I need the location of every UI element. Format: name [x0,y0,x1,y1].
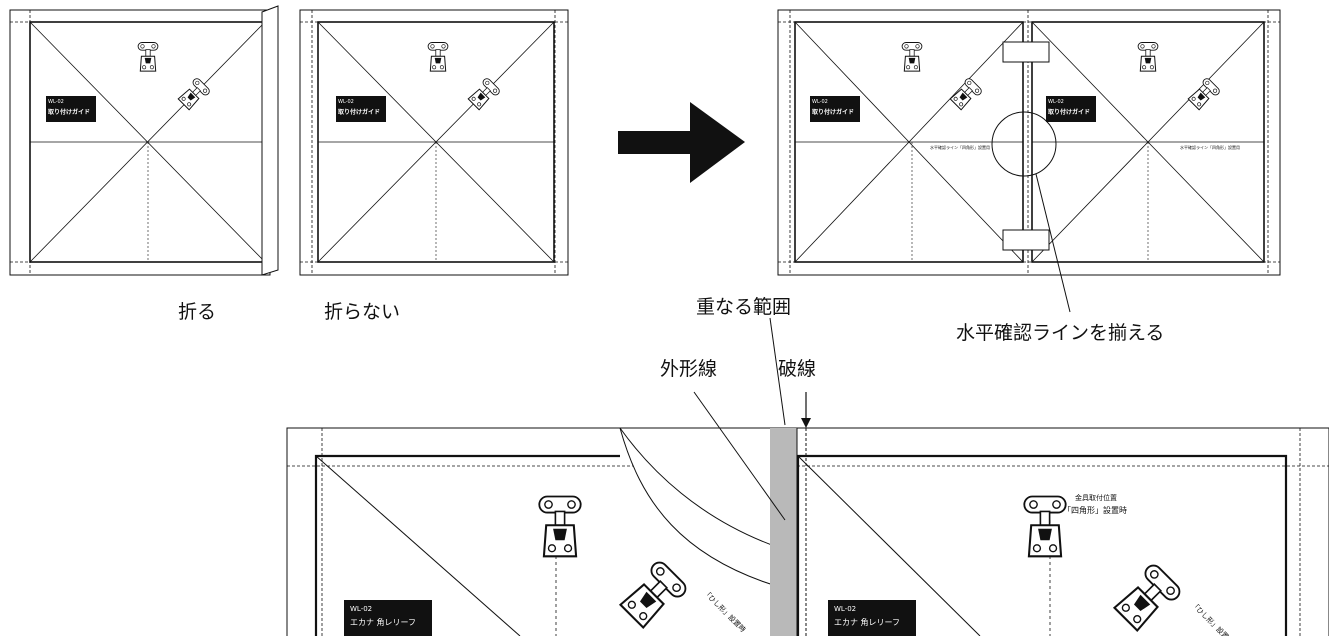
fitting-position-label: 金具取付位置 [1075,494,1117,502]
label-dashed-line: 破線 [778,358,817,380]
sheet-model-4: WL-02 [1048,99,1064,105]
panel-no-fold [299,9,569,276]
overlap-strip [770,428,797,636]
outline-leader [693,391,786,521]
sheet-guide-title-4: 取り付けガイド [1048,109,1091,116]
overlap-leader [769,317,786,426]
horizontal-line-text-2: 水平確認ライン「四角形」設置用 [1180,145,1240,150]
sheet-model-2: WL-02 [338,99,354,105]
label-align-horizontal: 水平確認ラインを揃える [956,322,1165,344]
horizontal-line-text: 水平確認ライン「四角形」設置用 [930,145,990,150]
label-fold: 折る [178,301,217,323]
right-arrow-icon [618,102,745,183]
zoom-product: エカナ 角レリーフ [350,618,417,627]
zoom-model: WL-02 [350,605,373,613]
zoom-model-2: WL-02 [834,605,857,613]
sheet-guide-title-3: 取り付けガイド [812,109,855,116]
label-overlap-range: 重なる範囲 [696,296,792,318]
sheet-model: WL-02 [48,99,64,105]
square-mount-label: 「四角形」設置時 [1063,506,1127,515]
sheet-guide-title: 取り付けガイド [48,109,91,116]
zoom-detail [286,427,1329,636]
zoom-product-2: エカナ 角レリーフ [834,618,901,627]
label-outline: 外形線 [660,358,718,380]
panel-fold [9,5,279,276]
panel-joined [777,9,1281,276]
label-no-fold: 折らない [324,301,401,323]
sheet-guide-title-2: 取り付けガイド [338,109,381,116]
sheet-model-3: WL-02 [812,99,828,105]
